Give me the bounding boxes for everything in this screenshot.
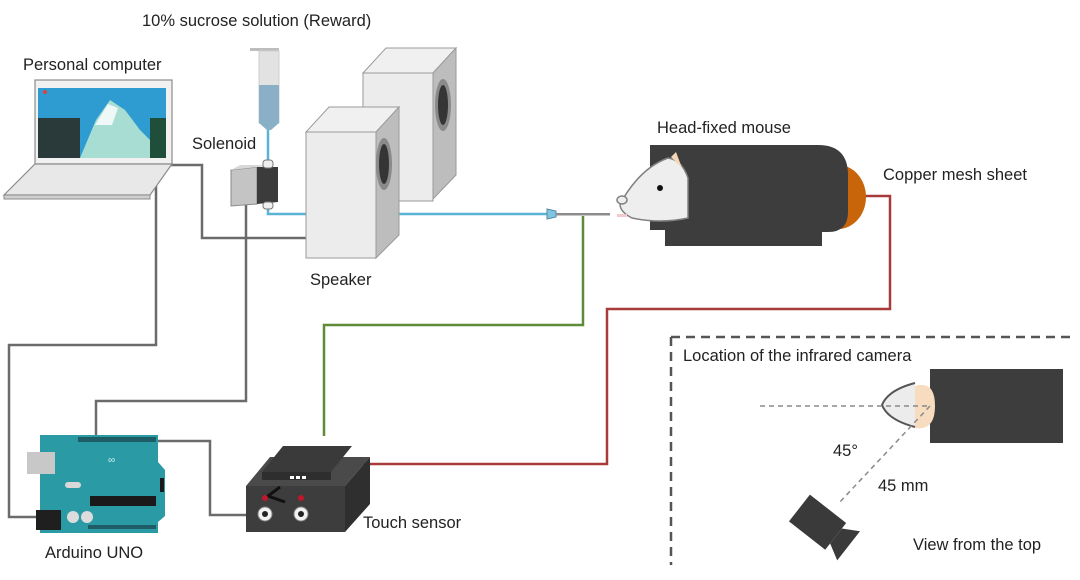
mouse-tube-icon bbox=[650, 145, 866, 246]
copper-label: Copper mesh sheet bbox=[883, 166, 1027, 184]
solenoid-icon bbox=[230, 159, 278, 210]
wire-copper-touchsensor bbox=[362, 194, 892, 466]
view-label: View from the top bbox=[913, 536, 1042, 554]
reward-label: 10% sucrose solution (Reward) bbox=[142, 12, 372, 30]
touch-sensor-label: Touch sensor bbox=[363, 514, 462, 532]
syringe-icon bbox=[250, 48, 280, 130]
laptop-icon bbox=[2, 79, 174, 200]
computer-label: Personal computer bbox=[23, 56, 162, 74]
arduino-label: Arduino UNO bbox=[45, 544, 144, 562]
wire-arduino-touchsensor bbox=[158, 439, 262, 517]
wire-laptop-speaker bbox=[168, 163, 308, 240]
camera-inset-border bbox=[669, 335, 1075, 565]
speaker-label: Speaker bbox=[310, 271, 372, 289]
wire-laptop-arduino bbox=[7, 180, 158, 519]
infrared-camera-icon bbox=[788, 494, 860, 561]
distance-label: 45 mm bbox=[878, 477, 929, 495]
top-view-mouse-icon bbox=[880, 369, 1063, 443]
touch-sensor-icon bbox=[246, 446, 370, 532]
wire-spout-touchsensor bbox=[322, 216, 585, 436]
speaker-front-icon bbox=[304, 105, 401, 260]
svg-text:∞: ∞ bbox=[108, 455, 115, 466]
mouse-label: Head-fixed mouse bbox=[657, 119, 791, 137]
angle-label: 45° bbox=[833, 442, 858, 460]
camera-location-label: Location of the infrared camera bbox=[683, 347, 912, 365]
solenoid-label: Solenoid bbox=[192, 135, 257, 153]
wire-solenoid-arduino bbox=[94, 205, 248, 438]
arduino-board-icon: ∞ bbox=[27, 435, 165, 533]
gray-wires bbox=[7, 163, 308, 519]
mouse-head-icon bbox=[616, 152, 689, 222]
lick-spout-icon bbox=[546, 208, 610, 220]
camera-guide-lines bbox=[760, 405, 931, 505]
